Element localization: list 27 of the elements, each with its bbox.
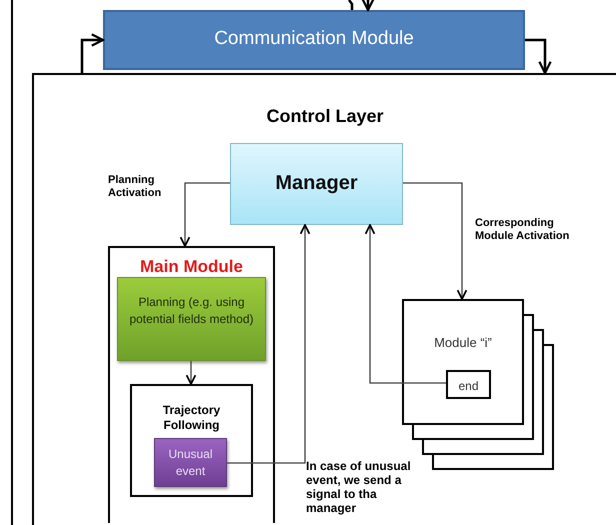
box-label: Manager (274, 171, 359, 195)
arrow (186, 361, 196, 385)
process-box (230, 143, 403, 225)
event-box (154, 438, 227, 487)
arrow (361, 0, 375, 12)
box-label: Planning (e.g. using potential fields method) (128, 294, 255, 328)
box-label: Module “i” (433, 334, 493, 351)
frame-title: Control Layer (265, 105, 385, 127)
layer-frame (32, 73, 616, 525)
module-box (108, 246, 275, 523)
box-label: end (457, 378, 480, 394)
box-label: Communication Module (213, 27, 415, 50)
arrow (403, 182, 468, 300)
arrow (227, 224, 310, 464)
module-box (402, 299, 524, 425)
box-label: Unusual event (167, 446, 214, 480)
module-box (103, 10, 525, 70)
end-box (446, 370, 491, 399)
arrow (364, 224, 446, 384)
process-box (130, 384, 253, 497)
box-title: Trajectory Following (162, 403, 222, 433)
arrow (525, 38, 552, 74)
box-title: Main Module (139, 256, 244, 277)
arrow (180, 182, 230, 247)
process-box (117, 277, 266, 361)
connector-line (348, 0, 354, 10)
arrow (80, 33, 104, 73)
